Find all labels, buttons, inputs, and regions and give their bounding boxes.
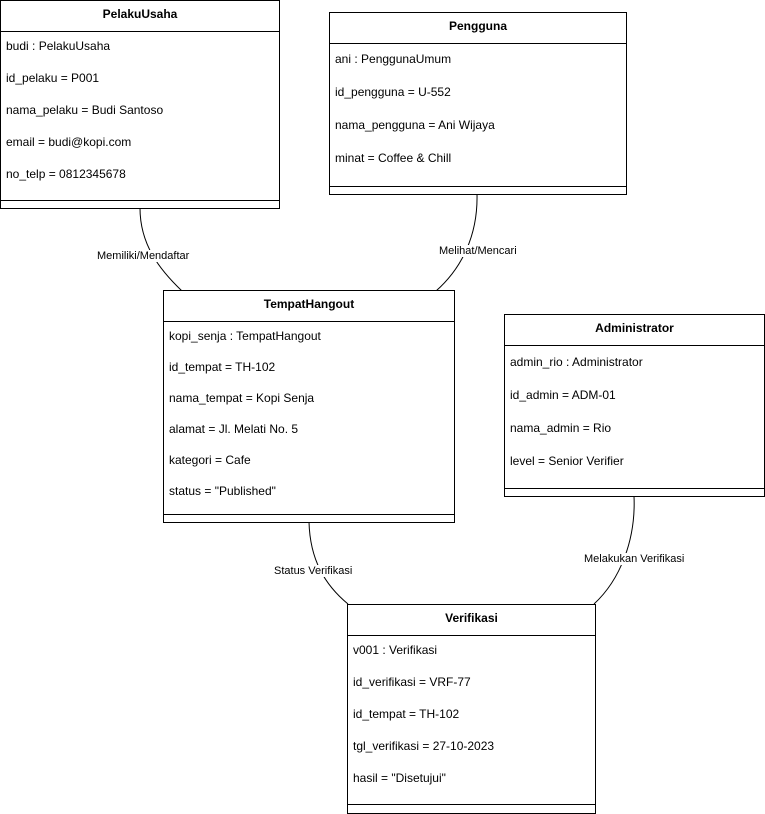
relation-label: Status Verifikasi bbox=[273, 565, 354, 577]
attribute: kopi_senja : TempatHangout bbox=[169, 329, 321, 343]
attribute: ani : PenggunaUmum bbox=[335, 52, 452, 66]
class-box-pelaku-usaha[interactable]: PelakuUsaha budi : PelakuUsaha id_pelaku… bbox=[0, 0, 280, 209]
attribute: minat = Coffee & Chill bbox=[335, 151, 452, 165]
attribute: status = "Published" bbox=[169, 484, 276, 498]
attribute: v001 : Verifikasi bbox=[353, 643, 438, 657]
divider bbox=[505, 488, 764, 489]
attribute: nama_admin = Rio bbox=[510, 421, 612, 435]
class-title: Verifikasi bbox=[348, 605, 595, 636]
divider bbox=[330, 186, 626, 187]
attribute: no_telp = 0812345678 bbox=[6, 167, 126, 181]
divider bbox=[1, 200, 279, 201]
attribute: kategori = Cafe bbox=[169, 453, 251, 467]
relation-label: Melakukan Verifikasi bbox=[583, 553, 686, 565]
attribute: email = budi@kopi.com bbox=[6, 135, 132, 149]
attribute: id_verifikasi = VRF-77 bbox=[353, 675, 471, 689]
divider bbox=[164, 514, 454, 515]
relation-label: Melihat/Mencari bbox=[438, 245, 518, 257]
class-title: PelakuUsaha bbox=[1, 1, 279, 32]
attribute: alamat = Jl. Melati No. 5 bbox=[169, 422, 299, 436]
class-box-administrator[interactable]: Administrator admin_rio : Administrator … bbox=[504, 314, 765, 497]
attribute: hasil = "Disetujui" bbox=[353, 771, 446, 785]
edge-tempat-verifikasi bbox=[308, 521, 349, 605]
attribute: budi : PelakuUsaha bbox=[6, 39, 111, 53]
edge-pengguna-tempat bbox=[435, 193, 478, 292]
attribute: tgl_verifikasi = 27-10-2023 bbox=[353, 739, 495, 753]
class-title: Administrator bbox=[505, 315, 764, 346]
edge-admin-verifikasi bbox=[593, 495, 635, 605]
class-box-tempat-hangout[interactable]: TempatHangout kopi_senja : TempatHangout… bbox=[163, 290, 455, 523]
attribute: id_admin = ADM-01 bbox=[510, 388, 616, 402]
attribute: nama_tempat = Kopi Senja bbox=[169, 391, 315, 405]
attribute: id_pelaku = P001 bbox=[6, 71, 100, 85]
attribute: id_tempat = TH-102 bbox=[169, 360, 276, 374]
divider bbox=[348, 804, 595, 805]
relation-label: Memiliki/Mendaftar bbox=[96, 250, 191, 262]
attribute: nama_pengguna = Ani Wijaya bbox=[335, 118, 495, 132]
class-title: Pengguna bbox=[330, 13, 626, 44]
attribute: id_tempat = TH-102 bbox=[353, 707, 460, 721]
class-box-verifikasi[interactable]: Verifikasi v001 : Verifikasi id_verifika… bbox=[347, 604, 596, 814]
class-title: TempatHangout bbox=[164, 291, 454, 322]
attribute: admin_rio : Administrator bbox=[510, 355, 643, 369]
attribute: nama_pelaku = Budi Santoso bbox=[6, 103, 164, 117]
class-box-pengguna[interactable]: Pengguna ani : PenggunaUmum id_pengguna … bbox=[329, 12, 627, 195]
attribute: level = Senior Verifier bbox=[510, 454, 624, 468]
attribute: id_pengguna = U-552 bbox=[335, 85, 451, 99]
